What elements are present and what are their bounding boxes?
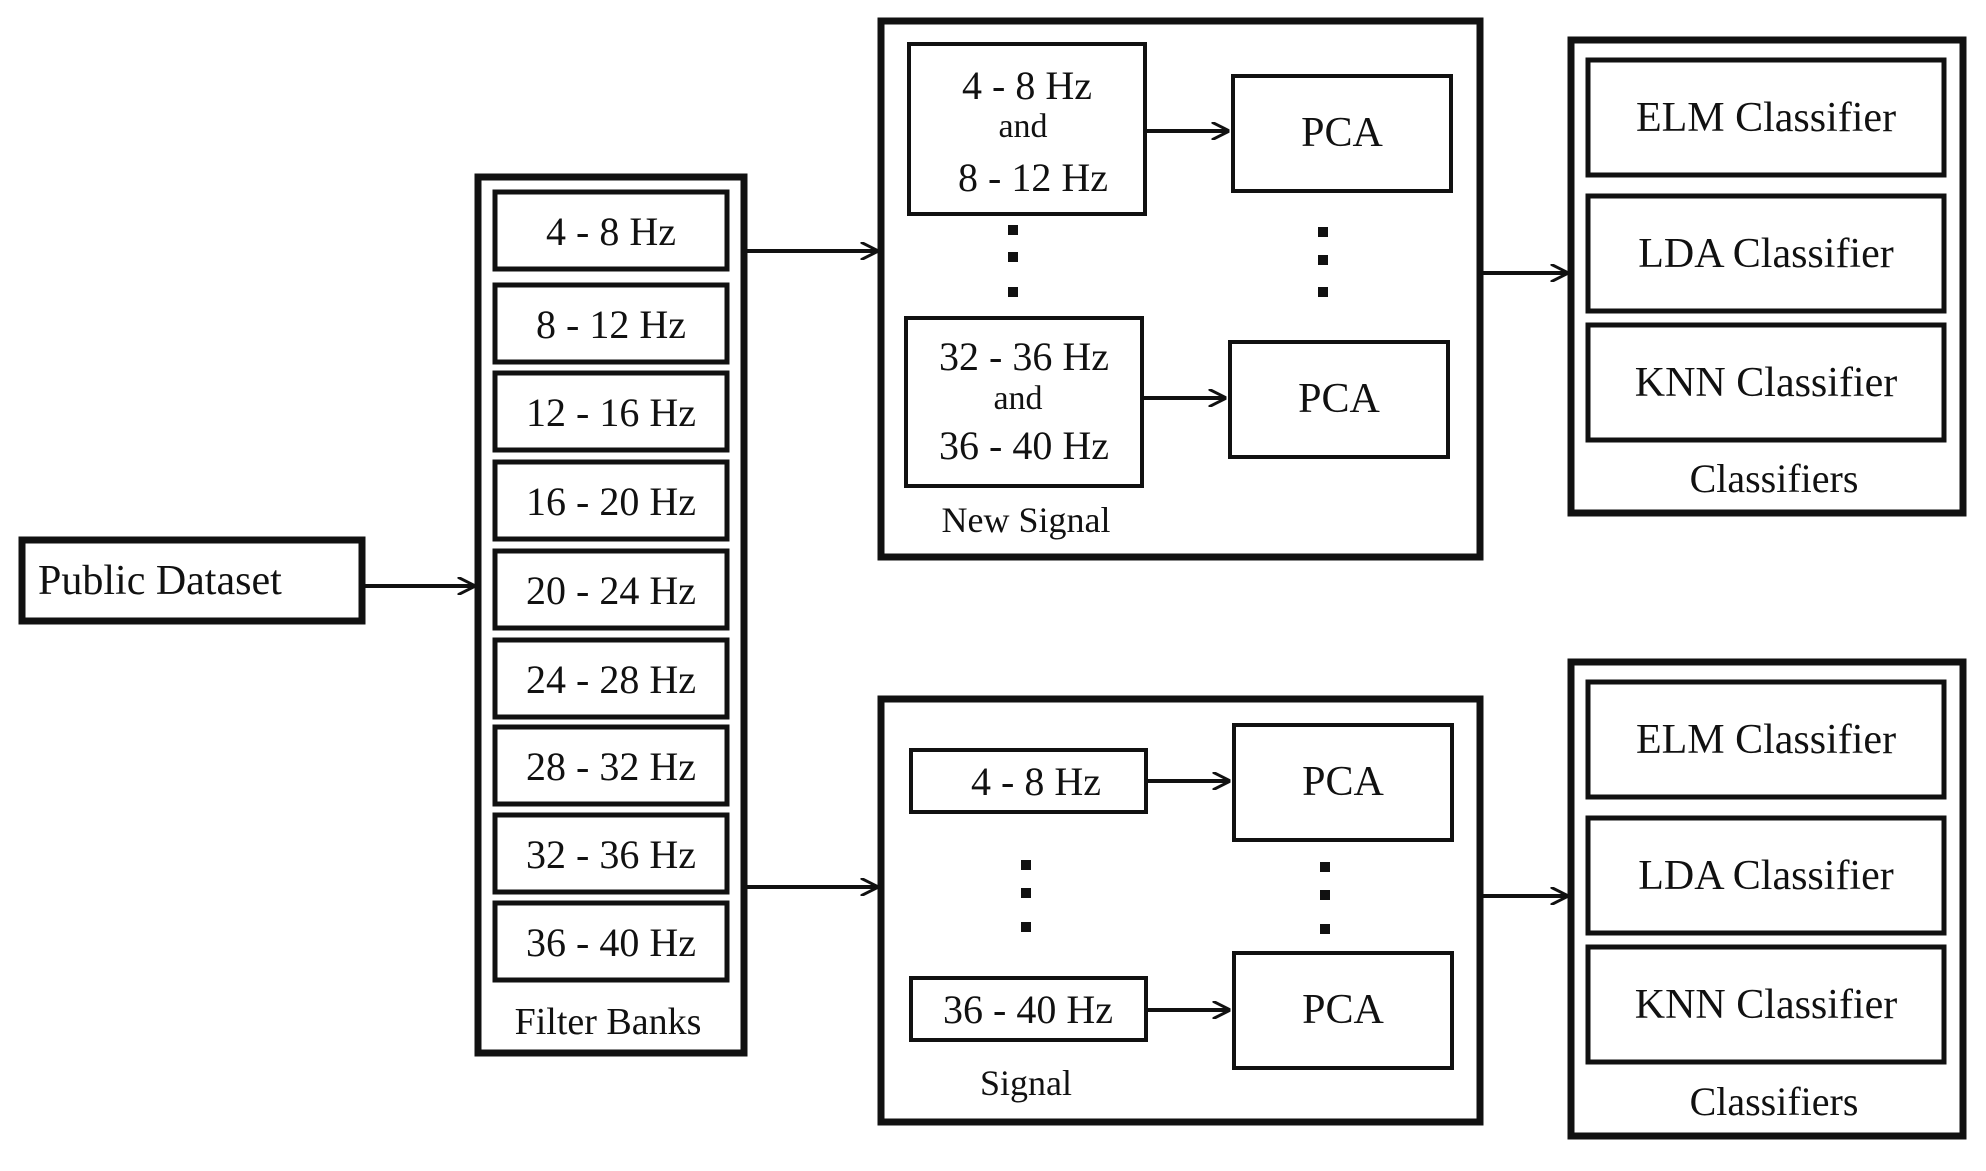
classifier-label: ELM Classifier — [1636, 95, 1896, 141]
classifier-lda: LDA Classifier — [1585, 193, 1947, 314]
combined-band-line: and — [993, 380, 1042, 417]
filter-band-label: 12 - 16 Hz — [526, 390, 696, 435]
classifier-elm: ELM Classifier — [1585, 57, 1947, 178]
filter-banks-label: Filter Banks — [515, 1001, 702, 1043]
filter-band-label: 24 - 28 Hz — [526, 657, 696, 702]
filter-band-label: 8 - 12 Hz — [536, 302, 686, 347]
classifier-label: LDA Classifier — [1638, 231, 1893, 277]
classifier-knn: KNN Classifier — [1585, 322, 1947, 443]
band-label: 4 - 8 Hz — [971, 759, 1101, 804]
classifier-lda: LDA Classifier — [1585, 815, 1947, 936]
ellipsis-dots — [1008, 225, 1328, 297]
public-dataset-block: Public Dataset — [18, 536, 366, 625]
signal-panel: 4 - 8 Hz PCA 36 - 40 Hz PCA Signal — [877, 695, 1484, 1126]
pca-block-new-first: PCA — [1231, 74, 1453, 193]
filter-band-8: 32 - 36 Hz — [492, 812, 730, 895]
public-dataset-label: Public Dataset — [38, 558, 282, 604]
filter-band-1: 4 - 8 Hz — [492, 189, 730, 272]
classifier-label: KNN Classifier — [1635, 360, 1897, 406]
band-label: 36 - 40 Hz — [943, 987, 1113, 1032]
classifier-elm: ELM Classifier — [1585, 679, 1947, 800]
pca-block-new-last: PCA — [1228, 340, 1450, 459]
new-signal-label: New Signal — [942, 500, 1111, 540]
filter-band-label: 20 - 24 Hz — [526, 568, 696, 613]
classifiers-panel-top: ELM Classifier LDA Classifier KNN Classi… — [1567, 36, 1967, 517]
filter-band-label: 16 - 20 Hz — [526, 479, 696, 524]
filter-band-label: 32 - 36 Hz — [526, 832, 696, 877]
combined-band-line: 4 - 8 Hz — [962, 63, 1092, 108]
combined-band-line: 36 - 40 Hz — [939, 423, 1109, 468]
classifiers-panel-bottom: ELM Classifier LDA Classifier KNN Classi… — [1567, 658, 1967, 1140]
filter-band-6: 24 - 28 Hz — [492, 637, 730, 720]
combined-band-line: and — [998, 108, 1047, 145]
classifier-label: ELM Classifier — [1636, 717, 1896, 763]
classifiers-label: Classifiers — [1690, 456, 1859, 501]
filter-band-4: 16 - 20 Hz — [492, 459, 730, 542]
filter-band-9: 36 - 40 Hz — [492, 900, 730, 983]
pca-label: PCA — [1302, 759, 1384, 805]
pca-block-signal-last: PCA — [1232, 951, 1454, 1070]
combined-band-line: 32 - 36 Hz — [939, 334, 1109, 379]
filter-band-label: 28 - 32 Hz — [526, 744, 696, 789]
filter-band-label: 4 - 8 Hz — [546, 209, 676, 254]
classifier-label: LDA Classifier — [1638, 853, 1893, 899]
classifier-label: KNN Classifier — [1635, 982, 1897, 1028]
filter-band-2: 8 - 12 Hz — [492, 282, 730, 365]
signal-label: Signal — [980, 1063, 1072, 1103]
filter-banks-panel: 4 - 8 Hz 8 - 12 Hz 12 - 16 Hz 16 - 20 Hz… — [474, 173, 748, 1057]
combined-band-line: 8 - 12 Hz — [958, 155, 1108, 200]
ellipsis-dots — [1021, 860, 1330, 934]
filter-band-5: 20 - 24 Hz — [492, 548, 730, 631]
pca-block-signal-first: PCA — [1232, 723, 1454, 842]
combined-band-last: 32 - 36 Hz and 36 - 40 Hz — [904, 316, 1144, 488]
classifiers-label: Classifiers — [1690, 1079, 1859, 1124]
pca-label: PCA — [1301, 110, 1383, 156]
pca-label: PCA — [1302, 987, 1384, 1033]
filter-band-7: 28 - 32 Hz — [492, 724, 730, 807]
combined-band-first: 4 - 8 Hz and 8 - 12 Hz — [907, 42, 1147, 216]
band-last: 36 - 40 Hz — [909, 976, 1148, 1042]
classifier-knn: KNN Classifier — [1585, 944, 1947, 1065]
band-first: 4 - 8 Hz — [909, 748, 1148, 814]
new-signal-panel: 4 - 8 Hz and 8 - 12 Hz PCA 32 - 36 Hz an… — [877, 17, 1484, 561]
filter-band-label: 36 - 40 Hz — [526, 920, 696, 965]
filter-band-3: 12 - 16 Hz — [492, 370, 730, 453]
pca-label: PCA — [1298, 376, 1380, 422]
